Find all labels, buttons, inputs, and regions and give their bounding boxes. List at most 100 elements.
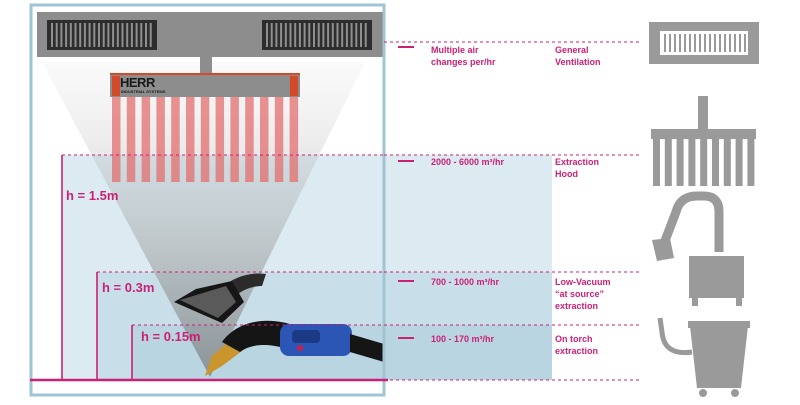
icon-slat [674, 34, 676, 52]
vent-slat [88, 23, 91, 47]
hood-cap-left [112, 76, 120, 96]
icon-slat [694, 34, 696, 52]
hood-fin [653, 139, 660, 186]
vent-slat [121, 23, 124, 47]
hood-mount [200, 57, 212, 73]
icon-slat [719, 34, 721, 52]
hood-icon-bar [651, 129, 756, 139]
icon-slat [729, 34, 731, 52]
ceiling-vent-unit [37, 12, 383, 73]
airflow-label-low-vacuum: 700 - 1000 m³/hr [431, 277, 500, 287]
method-torch-line-1: On torch [555, 334, 593, 344]
vent-slat [364, 23, 367, 47]
vent-slat [327, 23, 330, 47]
vent-slat [280, 23, 283, 47]
vent-slat [294, 23, 297, 47]
vent-slat [275, 23, 278, 47]
vacuum-icon-body [690, 326, 748, 388]
height-label-3: h = 0.15m [141, 329, 201, 344]
heat-stripe [230, 97, 239, 182]
heat-stripe [274, 97, 284, 182]
icon-slat [664, 34, 666, 52]
hood-fin [723, 139, 731, 186]
arm-icon-leg-left [692, 298, 698, 306]
heat-stripe [112, 97, 121, 182]
heat-curtain [112, 97, 299, 182]
icon-slat [679, 34, 681, 52]
vent-slat [79, 23, 82, 47]
method-low-vacuum-line-3: extraction [555, 301, 599, 311]
icon-slat [689, 34, 691, 52]
heat-stripe [200, 97, 210, 182]
vent-slat [331, 23, 334, 47]
hood-fin [664, 139, 672, 186]
airflow-label-hood: 2000 - 6000 m³/hr [431, 157, 505, 167]
icon-slat [744, 34, 746, 52]
heat-stripe [141, 97, 151, 182]
extraction-hood [110, 73, 300, 182]
vent-slat [266, 23, 268, 47]
vent-slat [322, 23, 325, 47]
airflow-general-line-2: changes per/hr [431, 57, 496, 67]
torch-neck [222, 320, 296, 352]
vent-slat [355, 23, 358, 47]
level-bullets [398, 46, 414, 339]
hood-fin [688, 139, 696, 186]
heat-stripe [126, 97, 136, 182]
vacuum-icon-wheel-right [731, 389, 739, 397]
hood-bar-top-edge [110, 73, 300, 75]
arm-icon-hose [658, 191, 724, 252]
method-low-vacuum-line-2: “at source” [555, 289, 605, 299]
heat-stripe [171, 97, 180, 182]
vent-slat [298, 23, 301, 47]
vent-slat [341, 23, 344, 47]
icon-slat [699, 34, 701, 52]
height-markers [30, 155, 388, 382]
method-label-torch: On torch extraction [555, 333, 598, 357]
vent-slat [313, 23, 315, 47]
vent-slat [126, 23, 129, 47]
torch-grip [292, 330, 320, 343]
method-label-low-vacuum: Low-Vacuum “at source” extraction [555, 276, 611, 312]
brand-tagline: INDUSTRIAL SYSTEMS [121, 89, 166, 94]
vent-slat [130, 23, 133, 47]
icon-slat [704, 34, 706, 52]
extraction-hood-icon [651, 96, 756, 186]
vent-slat [98, 23, 100, 47]
hood-fin [735, 139, 743, 186]
arm-icon-cabinet [689, 256, 744, 298]
icon-slat [709, 34, 711, 52]
hood-bar [110, 73, 300, 97]
method-hood-line-1: Extraction [555, 157, 600, 167]
fume-cone [42, 62, 365, 377]
vent-slat [51, 23, 53, 47]
brand-logo: HERR [120, 75, 155, 90]
vent-slat [65, 23, 68, 47]
airflow-label-torch: 100 - 170 m³/hr [431, 334, 495, 344]
hood-icon-fins [653, 139, 755, 186]
vent-slat [145, 23, 147, 47]
vent-slat [102, 23, 105, 47]
method-general-line-1: General [555, 45, 589, 55]
vent-slat [289, 23, 292, 47]
vent-slat [270, 23, 273, 47]
heat-stripe [156, 97, 165, 182]
vent-slat [317, 23, 320, 47]
vent-slat [336, 23, 339, 47]
icon-slat [734, 34, 736, 52]
hood-fin [676, 139, 684, 186]
vent-slat [308, 23, 311, 47]
method-torch-line-2: extraction [555, 346, 599, 356]
heat-stripe [260, 97, 269, 182]
arm-icon-leg-right [736, 298, 742, 306]
nozzle-mesh [180, 286, 236, 318]
method-low-vacuum-line-1: Low-Vacuum [555, 277, 611, 287]
vent-slats [51, 23, 367, 47]
vent-slat [135, 23, 138, 47]
vacuum-icon-lid [688, 321, 750, 328]
vent-slat [345, 23, 348, 47]
vent-slat [303, 23, 306, 47]
hood-fin [747, 139, 755, 186]
vent-slat [284, 23, 287, 47]
